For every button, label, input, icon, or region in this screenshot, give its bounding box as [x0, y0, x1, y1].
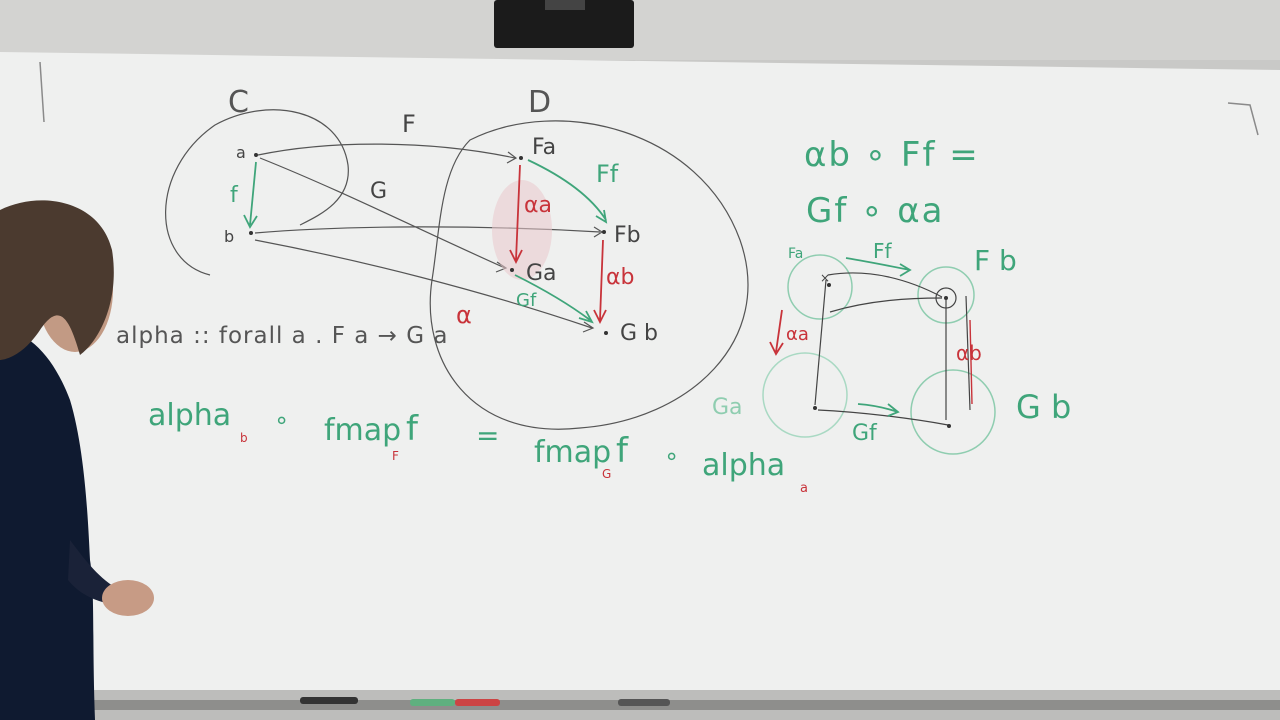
label-ff: Ff — [596, 160, 619, 188]
arrow-right-alpha-a — [769, 309, 784, 356]
arrowhead-gb — [582, 321, 595, 333]
circle-fa — [787, 254, 853, 320]
eq-fmap-f-arg: f — [406, 409, 419, 449]
eq-alpha-b-sub: b — [240, 431, 248, 445]
arrow-a-to-ga — [259, 157, 506, 269]
category-d-blob — [429, 120, 749, 430]
tray-ledge — [90, 700, 1280, 710]
arrow-right-ff — [845, 257, 912, 277]
board-corner-mark-left — [39, 61, 45, 123]
eq-alpha-a-sub: a — [800, 481, 808, 496]
eq-alpha-b: alpha — [148, 398, 231, 433]
line-fa-ga — [814, 279, 827, 406]
arrow-gf — [514, 274, 594, 324]
category-c-blob — [165, 109, 349, 276]
label-functor-g: G — [370, 179, 387, 204]
eq-fmap-f-sub: F — [392, 449, 399, 463]
fb-point-ring — [935, 287, 957, 309]
circle-ga — [762, 352, 848, 438]
projector-mount — [545, 0, 585, 10]
marker-green — [410, 699, 455, 706]
arrow-right-alpha-b — [969, 319, 973, 405]
naturality-line-2: Gf ∘ αa — [806, 191, 944, 231]
line-ga-gb — [817, 409, 949, 426]
arrow-right-gf — [857, 403, 900, 417]
whiteboard — [0, 52, 1280, 695]
arrow-alpha-a — [509, 164, 523, 265]
line-fa-fb-2 — [829, 297, 943, 313]
eq-fmap-f: fmap — [324, 413, 401, 448]
eq-compose-2: ∘ — [664, 442, 679, 470]
arrow-b-to-gb — [254, 239, 593, 329]
right-label-ga: Ga — [712, 395, 743, 420]
label-alpha-a: αa — [524, 193, 552, 218]
ceiling — [0, 0, 1280, 60]
label-obj-b: b — [224, 227, 234, 246]
type-signature: alpha :: forall a . F a → G a — [116, 323, 448, 349]
right-label-alpha-b: αb — [956, 341, 982, 365]
presenter-hair — [0, 200, 114, 360]
object-dots — [249, 153, 608, 335]
eq-alpha-a: alpha — [702, 448, 785, 483]
label-alpha: α — [456, 301, 472, 329]
line-fa-fb-1 — [827, 272, 943, 298]
right-diagram — [762, 254, 996, 455]
svg-text:×: × — [820, 271, 830, 285]
board-corner-mark-right — [1227, 102, 1259, 136]
arrow-a-to-fa — [257, 143, 516, 159]
line-fb-gb-2 — [965, 295, 971, 411]
label-fb: Fb — [614, 223, 641, 248]
label-functor-f: F — [402, 110, 416, 138]
right-label-gf: Gf — [852, 421, 878, 446]
presenter — [0, 200, 154, 720]
label-obj-a: a — [236, 143, 246, 162]
circle-gb — [910, 369, 996, 455]
arrow-b-to-fb — [254, 226, 601, 234]
arrowhead-fa — [506, 151, 518, 164]
marker-red — [455, 699, 500, 706]
right-label-fb: F b — [974, 244, 1017, 277]
eq-equals: = — [476, 419, 499, 452]
red-smudge — [492, 180, 552, 280]
eq-fmap-g-arg: f — [616, 431, 629, 471]
label-category-d: D — [528, 85, 551, 120]
presenter-body — [0, 330, 95, 720]
projector — [494, 0, 634, 48]
label-ga: Ga — [526, 261, 557, 286]
eq-fmap-g: fmap — [534, 435, 611, 470]
right-label-alpha-a: αa — [786, 324, 809, 345]
arrow-f — [243, 161, 258, 229]
marker-black — [300, 697, 358, 704]
label-gf: Gf — [516, 290, 537, 311]
marker-eraser — [618, 699, 670, 706]
label-fa: Fa — [532, 135, 556, 160]
eq-compose-1: ∘ — [274, 406, 289, 434]
right-label-fa: Fa — [788, 246, 803, 262]
eq-fmap-g-sub: G — [602, 467, 611, 481]
label-gb: G b — [620, 321, 658, 346]
arrow-ff — [527, 159, 608, 224]
right-label-gb: G b — [1016, 388, 1071, 426]
naturality-line-1: αb ∘ Ff = — [804, 135, 980, 175]
label-arrow-f: f — [230, 183, 239, 208]
arrow-alpha-b — [593, 239, 607, 325]
right-label-ff: Ff — [873, 239, 893, 263]
presenter-hand — [102, 580, 154, 616]
right-diagram-dots: × — [813, 271, 951, 428]
label-category-c: C — [228, 85, 249, 120]
left-diagram — [165, 109, 749, 430]
label-alpha-b: αb — [606, 265, 634, 290]
